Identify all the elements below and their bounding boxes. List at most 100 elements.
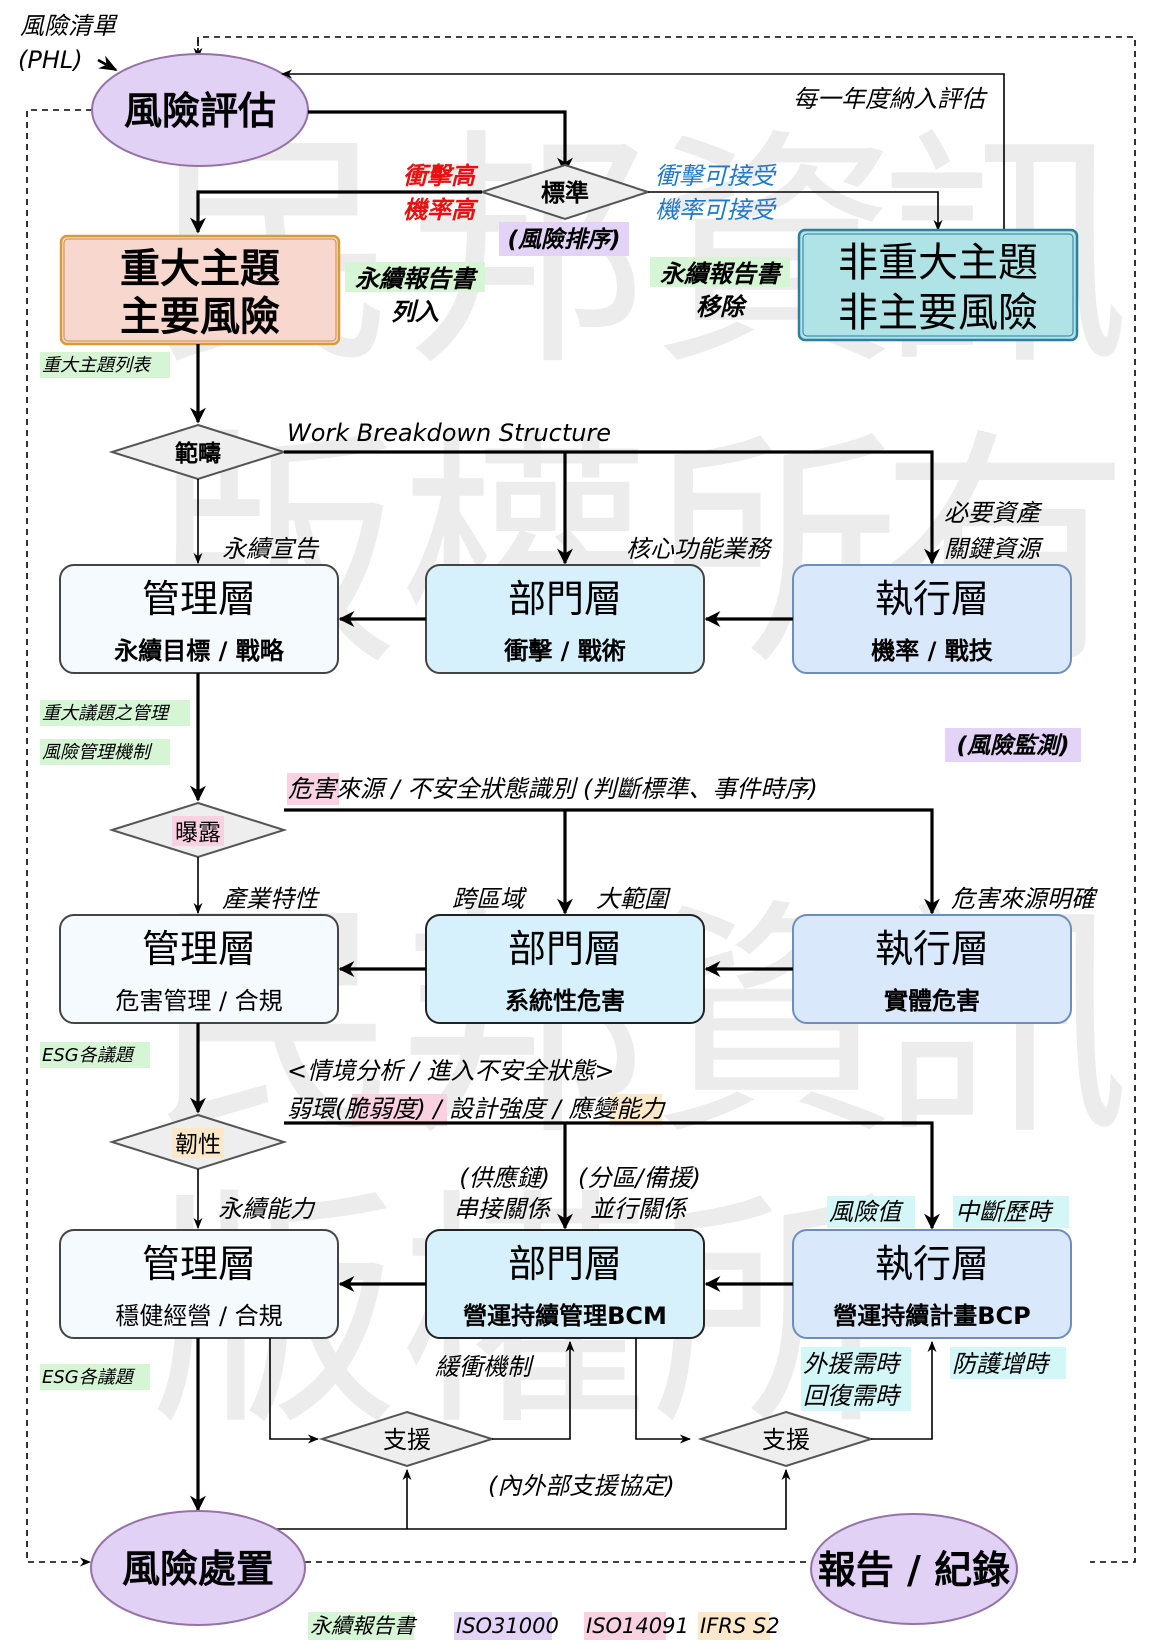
report-highlight xyxy=(40,1042,150,1068)
support-label: 支援 xyxy=(383,1426,431,1454)
supply-chain-label2: 串接關係 xyxy=(454,1195,553,1223)
minor-topic-box[interactable]: 非重大主題 非主要風險 xyxy=(797,228,1079,342)
treatment-to-support-right-arrow xyxy=(276,1468,791,1530)
agreement-label: (內外部支援協定) xyxy=(488,1472,675,1500)
protect-label: 防護增時 xyxy=(952,1350,1051,1378)
minor-topic-line2: 非主要風險 xyxy=(838,290,1038,336)
scope-right-label1: 必要資產 xyxy=(944,499,1043,527)
exposure-mid-right-label: 大範圍 xyxy=(596,885,671,913)
exposure-header: 危害來源 / 不安全狀態識別 (判斷標準、事件時序) xyxy=(288,775,818,803)
exposure-label: 曝露 xyxy=(175,820,221,846)
legend-item: IFRS S2 xyxy=(700,1614,780,1638)
risk-monitoring-label: (風險監測) xyxy=(956,733,1069,759)
buffer-label: 緩衝機制 xyxy=(435,1353,535,1381)
resilience-exec-box[interactable]: 執行層 營運持續計畫BCP xyxy=(792,1229,1072,1339)
exposure-diamond[interactable]: 曝露 xyxy=(108,801,288,859)
acceptable-probability-label: 機率可接受 xyxy=(655,196,777,224)
dept-to-support-arrow xyxy=(635,1338,692,1444)
legend-swatch xyxy=(698,1612,770,1640)
to-criteria-arrow xyxy=(308,110,573,174)
phl-arrow xyxy=(97,55,118,72)
major-topic-line2: 主要風險 xyxy=(120,294,280,340)
exposure-header-rest: 來源 / 不安全狀態識別 (判斷標準、事件時序) xyxy=(336,775,818,803)
header2-hl-response: 應變 xyxy=(568,1095,619,1123)
resilience-mgmt-box[interactable]: 管理層 穩健經營 / 合規 xyxy=(59,1229,339,1339)
ifrs-highlight xyxy=(610,1094,662,1126)
mgmt-title: 管理層 xyxy=(142,927,256,971)
report-record-label: 報告 / 紀錄 xyxy=(818,1548,1010,1592)
support-left-diamond[interactable]: 支援 xyxy=(318,1410,496,1468)
report-highlight xyxy=(40,700,190,726)
major-topic-box[interactable]: 重大主題 主要風險 xyxy=(59,234,341,346)
zone-label1: (分區/備援) xyxy=(578,1164,701,1192)
dept-title: 部門層 xyxy=(508,577,622,621)
exec-subtitle: 機率 / 戰技 xyxy=(871,637,993,665)
annual-review-arrow xyxy=(280,69,1005,258)
resilience-note: ESG各議題 xyxy=(42,1367,136,1388)
exposure-mgmt-box[interactable]: 管理層 危害管理 / 合規 xyxy=(59,914,339,1024)
risk-treatment-label: 風險處置 xyxy=(122,1547,274,1591)
high-probability-label: 機率高 xyxy=(403,196,479,224)
resilience-header2: 弱環(脆弱度) / 設計強度 / 應變能力 xyxy=(287,1095,666,1123)
legend-swatch xyxy=(454,1612,552,1640)
risk-ranking-label: (風險排序) xyxy=(507,227,620,253)
phl-label-line1: 風險清單 xyxy=(20,12,118,40)
exposure-right-label: 危害來源明確 xyxy=(951,885,1098,913)
report-highlight xyxy=(40,352,170,378)
high-impact-label: 衝擊高 xyxy=(403,162,479,190)
resilience-dept-box[interactable]: 部門層 營運持續管理BCM xyxy=(425,1229,705,1339)
iso31000-highlight xyxy=(945,728,1081,762)
header2-part: / 設計強度 / xyxy=(426,1095,569,1123)
legend-item: 永續報告書 xyxy=(310,1614,418,1638)
exec-title: 執行層 xyxy=(875,1242,989,1286)
scope-to-exec-arrow xyxy=(284,450,940,565)
report-include-line2: 列入 xyxy=(391,298,439,326)
annual-review-label: 每一年度納入評估 xyxy=(793,85,988,113)
resilience-left-label: 永續能力 xyxy=(218,1195,316,1223)
report-remove-line2: 移除 xyxy=(696,293,748,321)
ext-aid-label: 外援需時 xyxy=(803,1350,902,1378)
wbs-label: Work Breakdown Structure xyxy=(287,419,611,447)
exposure-exec-box[interactable]: 執行層 實體危害 xyxy=(792,914,1072,1024)
resilience-diamond[interactable]: 韌性 xyxy=(108,1113,288,1171)
legend-item: ISO14091 xyxy=(586,1614,689,1638)
header2-hl-vulnerability: 脆弱度) xyxy=(344,1095,425,1123)
risk-assessment-node[interactable]: 風險評估 xyxy=(91,53,309,167)
scope-dept-box[interactable]: 部門層 衝擊 / 戰術 xyxy=(425,564,705,674)
scope-mgmt-box[interactable]: 管理層 永續目標 / 戰略 xyxy=(59,564,339,674)
risk-treatment-node[interactable]: 風險處置 xyxy=(90,1510,306,1626)
scope-exec-box[interactable]: 執行層 機率 / 戰技 xyxy=(792,564,1072,674)
report-record-node[interactable]: 報告 / 紀錄 xyxy=(810,1513,1018,1625)
report-highlight xyxy=(345,262,485,292)
legend-item: ISO31000 xyxy=(456,1614,559,1638)
exposure-left-label: 產業特性 xyxy=(222,885,320,913)
dept-subtitle: 系統性危害 xyxy=(505,987,625,1015)
criteria-label: 標準 xyxy=(541,179,589,207)
exec-subtitle: 營運持續計畫BCP xyxy=(833,1302,1031,1330)
dept-title: 部門層 xyxy=(508,927,622,971)
outage-time-label: 中斷歷時 xyxy=(955,1198,1054,1226)
mgmt-subtitle: 危害管理 / 合規 xyxy=(115,987,282,1015)
report-remove-line1: 永續報告書 xyxy=(660,260,784,288)
support-right-diamond[interactable]: 支援 xyxy=(697,1410,875,1468)
dept-title: 部門層 xyxy=(508,1242,622,1286)
header2-part: 能力 xyxy=(616,1095,666,1123)
support-label: 支援 xyxy=(762,1426,810,1454)
support-to-dept-arrow xyxy=(492,1340,575,1440)
legend-swatch xyxy=(584,1612,666,1640)
report-highlight xyxy=(40,1364,150,1390)
scope-label: 範疇 xyxy=(175,440,221,467)
resilience-label: 韌性 xyxy=(175,1132,221,1158)
criteria-diamond[interactable]: 標準 xyxy=(478,163,652,221)
exposure-to-exec-arrow xyxy=(284,808,940,915)
exposure-dept-box[interactable]: 部門層 系統性危害 xyxy=(425,914,705,1024)
mgmt-subtitle: 永續目標 / 戰略 xyxy=(114,637,284,665)
exposure-header-hl: 危害 xyxy=(288,775,339,803)
scope-right-label2: 關鍵資源 xyxy=(944,535,1044,563)
high-risk-arrow xyxy=(190,190,482,234)
exposure-note: ESG各議題 xyxy=(42,1045,136,1066)
iso14091-highlight xyxy=(352,1094,447,1126)
scope-mid-label: 核心功能業務 xyxy=(626,535,773,563)
dept-subtitle: 營運持續管理BCM xyxy=(463,1302,667,1330)
scope-note2: 風險管理機制 xyxy=(42,742,153,763)
